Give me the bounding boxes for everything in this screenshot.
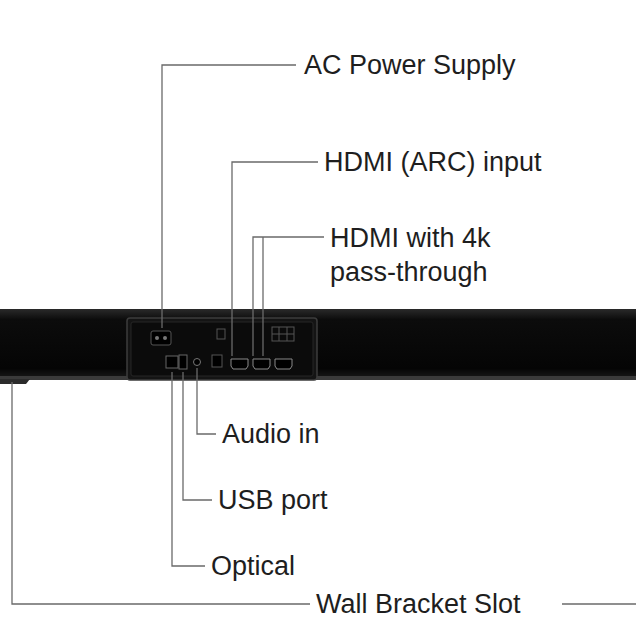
audio-port [194, 359, 201, 366]
connector-panel [127, 318, 317, 380]
soundbar-foot [0, 379, 30, 384]
leader-lines [12, 65, 636, 604]
callout-label: Audio in [220, 417, 322, 451]
vent-grid [217, 327, 294, 341]
soundbar-edge [0, 376, 636, 380]
hdmi-ports [231, 359, 292, 369]
port-marking [212, 355, 222, 367]
usb-port [179, 355, 187, 369]
callout-label: Wall Bracket Slot [314, 587, 523, 621]
optical-port [166, 356, 178, 368]
soundbar-body [0, 309, 636, 379]
callout-label: AC Power Supply [302, 48, 518, 82]
power-pin [163, 336, 167, 340]
callout-label: HDMI with 4k pass-through [328, 221, 547, 289]
connector-panel-inner [131, 322, 313, 376]
callout-label: USB port [216, 483, 330, 517]
power-pin [155, 336, 159, 340]
power-socket [151, 331, 171, 345]
callout-label: Optical [209, 549, 297, 583]
callout-label: HDMI (ARC) input [322, 145, 544, 179]
